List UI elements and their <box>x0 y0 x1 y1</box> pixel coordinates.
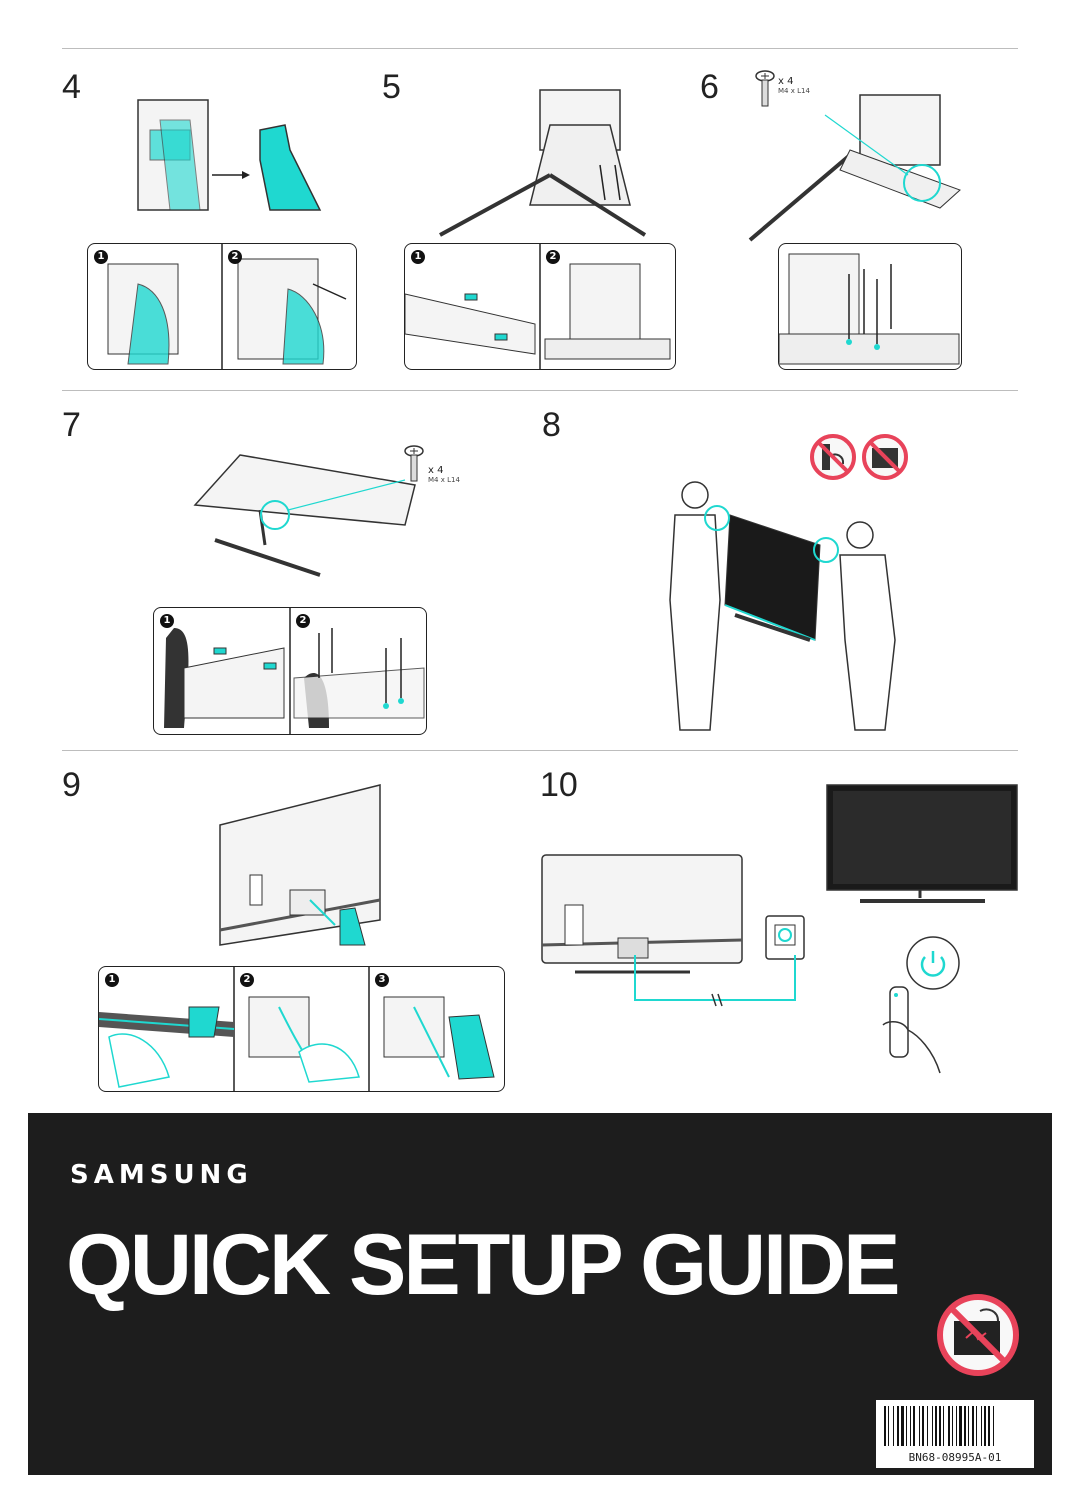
step-4-sub-1: 1 <box>94 250 108 264</box>
screw-icon <box>755 70 775 107</box>
step-6-screw-count: x 4 <box>778 76 794 87</box>
barcode-bar <box>935 1406 937 1446</box>
step-4-detail <box>107 244 347 369</box>
barcode-bar <box>988 1406 990 1446</box>
step-8-number: 8 <box>542 406 561 444</box>
divider-row-2 <box>62 390 1018 391</box>
barcode-bar <box>893 1406 894 1446</box>
barcode-bar <box>913 1406 915 1446</box>
barcode-bars <box>884 1406 994 1446</box>
step-9-sub-3: 3 <box>375 973 389 987</box>
step-7-number: 7 <box>62 406 81 444</box>
barcode-text: BN68-08995A-01 <box>908 1451 1002 1464</box>
barcode-bar <box>976 1406 977 1446</box>
power-outlet-icon <box>765 915 805 960</box>
barcode-bar <box>927 1406 928 1446</box>
step-8-illustration <box>669 481 896 731</box>
step-5-sub-2: 2 <box>546 250 560 264</box>
step-7-sub-2: 2 <box>296 614 310 628</box>
barcode-bar <box>932 1406 933 1446</box>
barcode-bar <box>948 1406 950 1446</box>
step-6-number: 6 <box>700 68 719 106</box>
step-7-panel: 1 2 <box>153 607 427 735</box>
step-5-detail <box>405 244 671 369</box>
tv-front-illustration <box>826 784 1018 903</box>
barcode-bar <box>956 1406 957 1446</box>
barcode-bar <box>968 1406 969 1446</box>
barcode-bar <box>993 1406 994 1446</box>
screw-icon <box>404 445 424 482</box>
step-4-number: 4 <box>62 68 81 106</box>
brand-logo: SAMSUNG <box>70 1160 253 1190</box>
barcode-bar <box>910 1406 911 1446</box>
no-press-screen-icon <box>862 434 908 480</box>
barcode-bar <box>984 1406 986 1446</box>
step-7-detail <box>164 608 425 734</box>
barcode-bar <box>972 1406 974 1446</box>
divider-row-3 <box>62 750 1018 751</box>
barcode-bar <box>981 1406 982 1446</box>
step-7-screw-count: x 4 <box>428 465 444 476</box>
step-4-illustration <box>137 99 322 211</box>
barcode-bar <box>964 1406 966 1446</box>
barcode-bar <box>884 1406 886 1446</box>
step-9-sub-1: 1 <box>105 973 119 987</box>
barcode-bar <box>943 1406 944 1446</box>
barcode-bar <box>919 1406 920 1446</box>
step-5-illustration <box>439 89 647 237</box>
step-10-number: 10 <box>540 766 578 804</box>
step-7-sub-1: 1 <box>160 614 174 628</box>
step-5-panel: 1 2 <box>404 243 676 370</box>
step-7-illustration <box>193 454 416 577</box>
step-6-illustration <box>748 94 961 242</box>
barcode-bar <box>901 1406 904 1446</box>
step-9-sub-2: 2 <box>240 973 254 987</box>
step-9-number: 9 <box>62 766 81 804</box>
power-cable <box>634 955 796 1007</box>
step-6-detail <box>779 253 960 365</box>
step-7-screw-size: M4 x L14 <box>428 476 460 484</box>
barcode: BN68-08995A-01 <box>876 1400 1034 1468</box>
step-4-sub-2: 2 <box>228 250 242 264</box>
power-button-icon <box>906 936 960 990</box>
barcode-bar <box>939 1406 941 1446</box>
step-5-sub-1: 1 <box>411 250 425 264</box>
step-7-screw-label: x 4 M4 x L14 <box>428 465 460 484</box>
step-5-number: 5 <box>382 68 401 106</box>
top-divider <box>62 48 1018 49</box>
step-6-panel <box>778 243 962 370</box>
barcode-bar <box>897 1406 899 1446</box>
barcode-bar <box>922 1406 924 1446</box>
step-9-detail <box>99 967 495 1091</box>
step-6-screw-size: M4 x L14 <box>778 87 810 95</box>
remote-control-illustration <box>882 986 941 1074</box>
step-9-panel: 1 2 3 <box>98 966 505 1092</box>
barcode-bar <box>952 1406 953 1446</box>
step-9-illustration <box>219 784 381 946</box>
tv-back-illustration <box>541 854 743 974</box>
guide-title: QUICK SETUP GUIDE <box>66 1217 900 1313</box>
barcode-bar <box>888 1406 889 1446</box>
barcode-bar <box>906 1406 907 1446</box>
no-grip-panel-icon <box>810 434 856 480</box>
step-6-screw-label: x 4 M4 x L14 <box>778 76 810 95</box>
barcode-bar <box>959 1406 962 1446</box>
no-press-screen-warning-icon <box>937 1294 1019 1376</box>
step-4-panel: 1 2 <box>87 243 357 370</box>
